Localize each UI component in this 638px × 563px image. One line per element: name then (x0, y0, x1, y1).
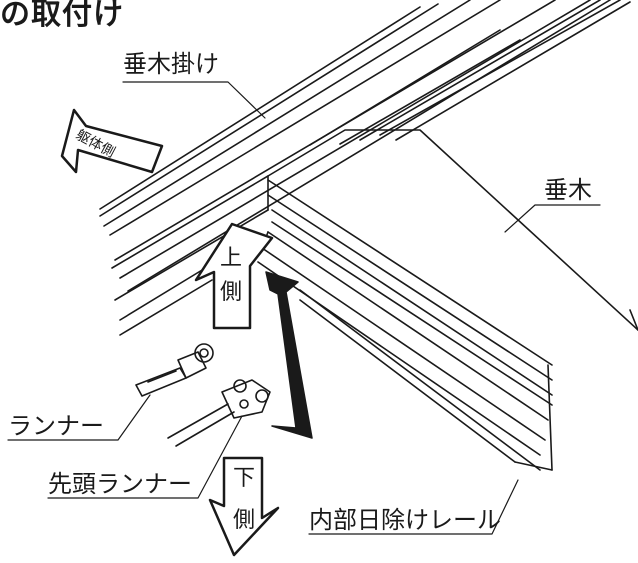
slide-direction-arrow (265, 271, 313, 439)
label-rafter: 垂木 (544, 176, 592, 204)
label-up-char2: 側 (220, 280, 243, 305)
label-inner-sunshade-rail: 内部日除けレール (309, 506, 501, 534)
label-runner: ランナー (8, 412, 104, 440)
rafter-hanger-beam (99, 0, 611, 292)
callout-leaders (7, 81, 601, 535)
lower-beam-layers (111, 0, 631, 336)
label-rafter-hanger: 垂木掛け (123, 50, 219, 78)
upper-side-arrow (194, 222, 274, 330)
runner-part (135, 343, 214, 397)
rafter-board (267, 129, 638, 331)
lower-side-arrow (208, 456, 280, 557)
label-up-char1: 上 (220, 246, 243, 271)
building-side-arrow (60, 108, 164, 174)
label-down-char1: 下 (233, 466, 256, 491)
label-down-char2: 側 (233, 508, 256, 533)
label-lead-runner: 先頭ランナー (48, 470, 192, 498)
inner-sunshade-rail (257, 179, 553, 471)
lead-runner-part (167, 379, 271, 447)
page-title: の取付け (0, 0, 124, 32)
